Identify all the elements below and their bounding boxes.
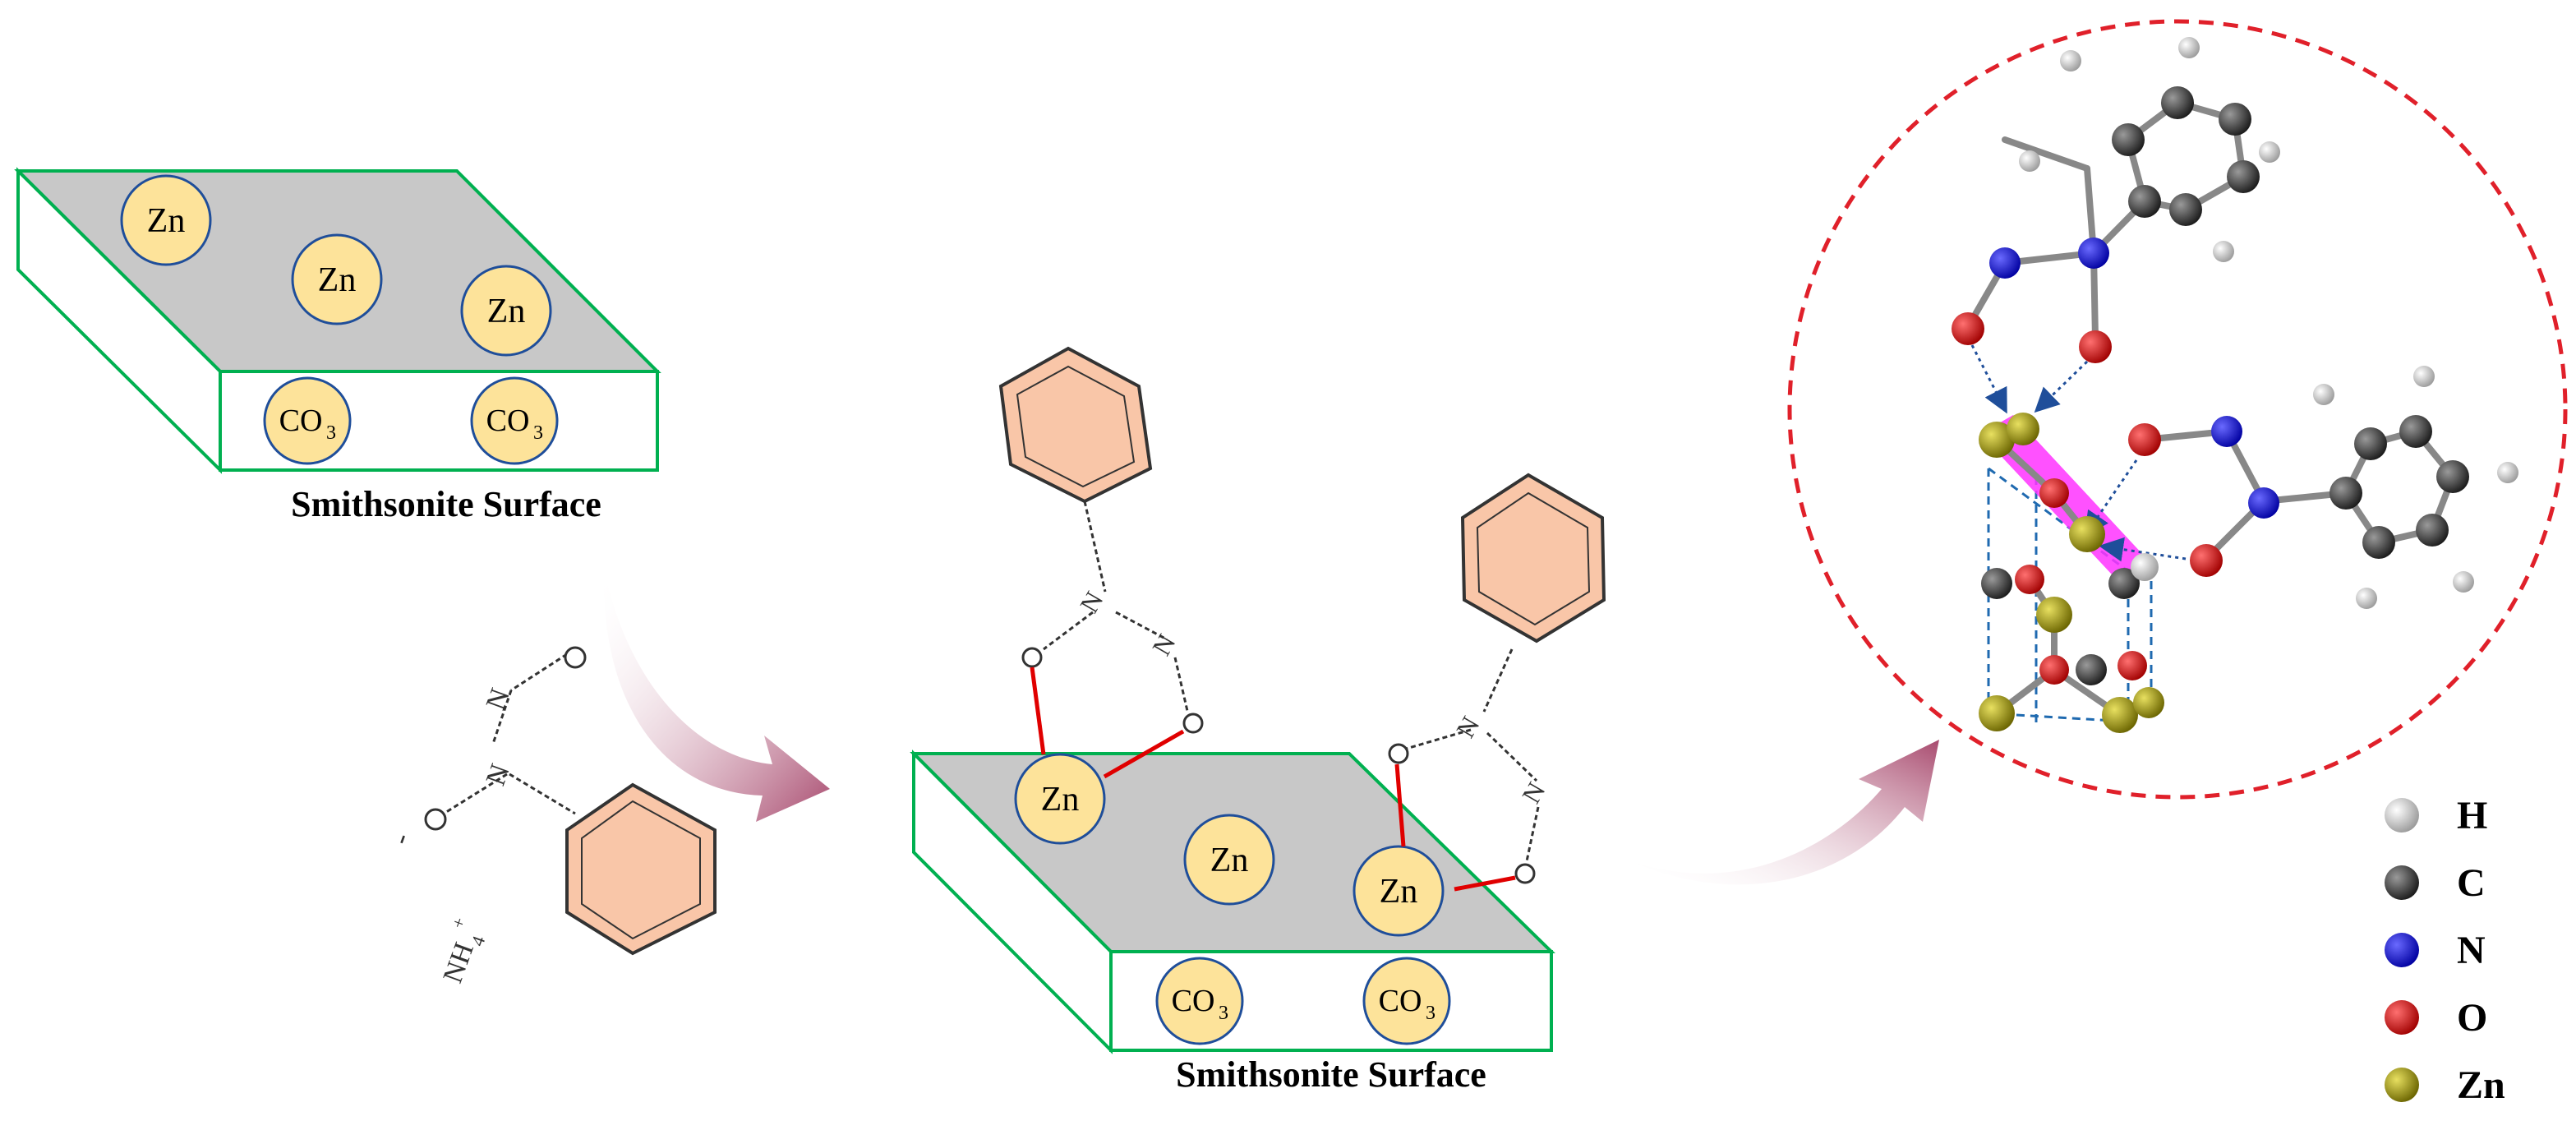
slab-1-co3-site-2: CO 3 [470, 376, 559, 465]
legend-item-zn: Zn [2385, 1063, 2505, 1107]
co3-subscript: 3 [326, 422, 336, 444]
reaction-arrow-2 [1635, 740, 1939, 885]
legend-label: C [2457, 861, 2486, 905]
slab-2-co3-site-1: CO 3 [1155, 957, 1244, 1045]
co3-label: CO [1379, 984, 1422, 1018]
adsorbate-right-o2 [1514, 863, 1536, 884]
bond-left-2 [1103, 729, 1185, 779]
slab-2-caption: Smithsonite Surface [1176, 1054, 1486, 1095]
adsorbate-left-o1 [1021, 647, 1043, 668]
atom-legend: H C N O Zn [2385, 794, 2505, 1107]
zinc-atom-icon [2385, 1068, 2419, 1102]
legend-label: N [2457, 929, 2486, 972]
co3-label: CO [1172, 984, 1215, 1018]
zn-label: Zn [487, 293, 526, 330]
reagent-oxygen-anion [424, 808, 447, 831]
legend-label: H [2457, 794, 2487, 837]
bond-right-2 [1454, 875, 1516, 892]
adsorbate-right: N N [1388, 473, 1606, 892]
slab-1-co3-site-1: CO 3 [263, 376, 352, 465]
reagent-n-label: N [481, 760, 516, 790]
legend-item-o: O [2385, 996, 2487, 1040]
zn-label: Zn [147, 202, 186, 240]
adsorbate-left-o2 [1182, 713, 1204, 734]
reaction-arrow-1 [603, 567, 830, 822]
reagent-molecule [443, 653, 717, 956]
legend-item-c: C [2385, 861, 2486, 905]
hydrogen-atom-icon [2385, 798, 2419, 833]
ammonium-plus: + [447, 915, 470, 931]
dft-model [1952, 37, 2518, 733]
slab-2-zn-site-1: Zn [1014, 753, 1106, 845]
reagent-n2-label: N [481, 685, 516, 714]
slab-2-co3-site-2: CO 3 [1362, 957, 1451, 1045]
atoms [1952, 37, 2518, 733]
adsorbate-right-o1 [1388, 743, 1409, 764]
legend-label: Zn [2457, 1063, 2505, 1107]
co3-subscript: 3 [1426, 1003, 1435, 1024]
zoom-circle [1787, 19, 2568, 800]
adsorbate-left-n1: N [1074, 586, 1109, 617]
bond-left-1 [1030, 666, 1046, 755]
legend-item-n: N [2385, 929, 2486, 972]
reagent-oxygen-top [564, 646, 587, 669]
adsorbate-left: N N [998, 346, 1204, 779]
adsorbate-right-n2: N [1516, 777, 1551, 808]
adsorbate-left-n2: N [1146, 629, 1182, 660]
zn-label: Zn [318, 261, 357, 299]
nitrogen-atom-icon [2385, 933, 2419, 967]
co3-label: CO [279, 404, 323, 438]
slab-2-zn-site-3: Zn [1353, 845, 1445, 937]
carbon-atom-icon [2385, 865, 2419, 900]
slab-1-zn-site-2: Zn [291, 233, 383, 325]
slab-1-caption: Smithsonite Surface [291, 484, 601, 524]
legend-item-h: H [2385, 794, 2487, 837]
co3-label: CO [486, 404, 530, 438]
legend-label: O [2457, 996, 2487, 1040]
zn-label: Zn [1210, 842, 1249, 879]
slab-2-zn-site-2: Zn [1183, 814, 1275, 906]
co3-subscript: 3 [533, 422, 543, 444]
reagent-benzene-ring [565, 782, 717, 956]
ammonium-label: NH [437, 939, 480, 987]
adsorbate-right-ring [1460, 473, 1606, 643]
bond-right-1 [1394, 763, 1406, 847]
slab-1-zn-site-3: Zn [460, 265, 552, 357]
zn-label: Zn [1041, 781, 1080, 819]
oxygen-atom-icon [2385, 1000, 2419, 1035]
slab-1-zn-site-1: Zn [120, 174, 212, 266]
co3-subscript: 3 [1219, 1003, 1228, 1024]
smithsonite-slab-2: Zn Zn Zn CO 3 CO 3 Smithsonite Surface [910, 749, 1555, 1095]
reagent-ammonium: NH 4 + [437, 915, 489, 987]
zn-label: Zn [1380, 873, 1418, 911]
adsorbate-right-n1: N [1450, 711, 1486, 742]
smithsonite-slab-1: Zn Zn Zn CO 3 CO 3 Smithsonite Surface [14, 167, 661, 524]
reagent-charge-minus: - [383, 828, 417, 849]
